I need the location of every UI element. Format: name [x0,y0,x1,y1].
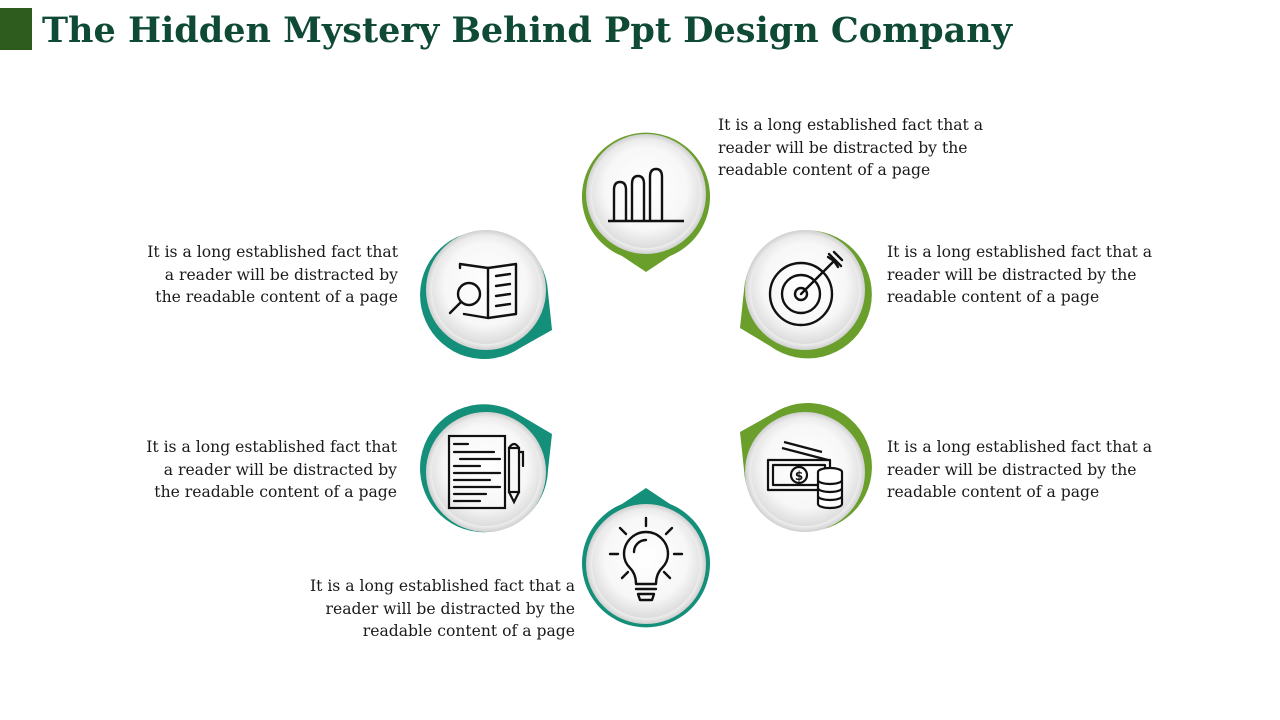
book-search-icon [448,262,518,320]
node-document [420,404,552,556]
lightbulb-icon [608,516,684,602]
caption-book-search: It is a long established fact that a rea… [147,243,398,306]
caption-bar-chart: It is a long established fact that a rea… [718,116,984,179]
caption-lightbulb: It is a long established fact that a rea… [309,577,575,640]
node-target [738,222,872,372]
node-circle [592,140,700,248]
target-icon [768,250,844,327]
node-circle [592,510,700,618]
node-money: $ [738,402,872,556]
node-lightbulb [580,486,712,636]
document-pen-icon [447,434,525,510]
caption-document: It is a long established fact that a rea… [146,438,397,501]
title-accent-bar [0,8,32,50]
node-bar-chart [580,128,712,278]
bar-chart-icon [608,167,684,223]
svg-text:$: $ [795,469,803,483]
caption-target: It is a long established fact that a rea… [887,243,1153,306]
node-book-search [420,222,552,372]
money-icon: $ [766,440,844,510]
node-circle [432,236,540,344]
page-title: The Hidden Mystery Behind Ppt Design Com… [42,10,1013,51]
caption-money: It is a long established fact that a rea… [887,438,1153,501]
